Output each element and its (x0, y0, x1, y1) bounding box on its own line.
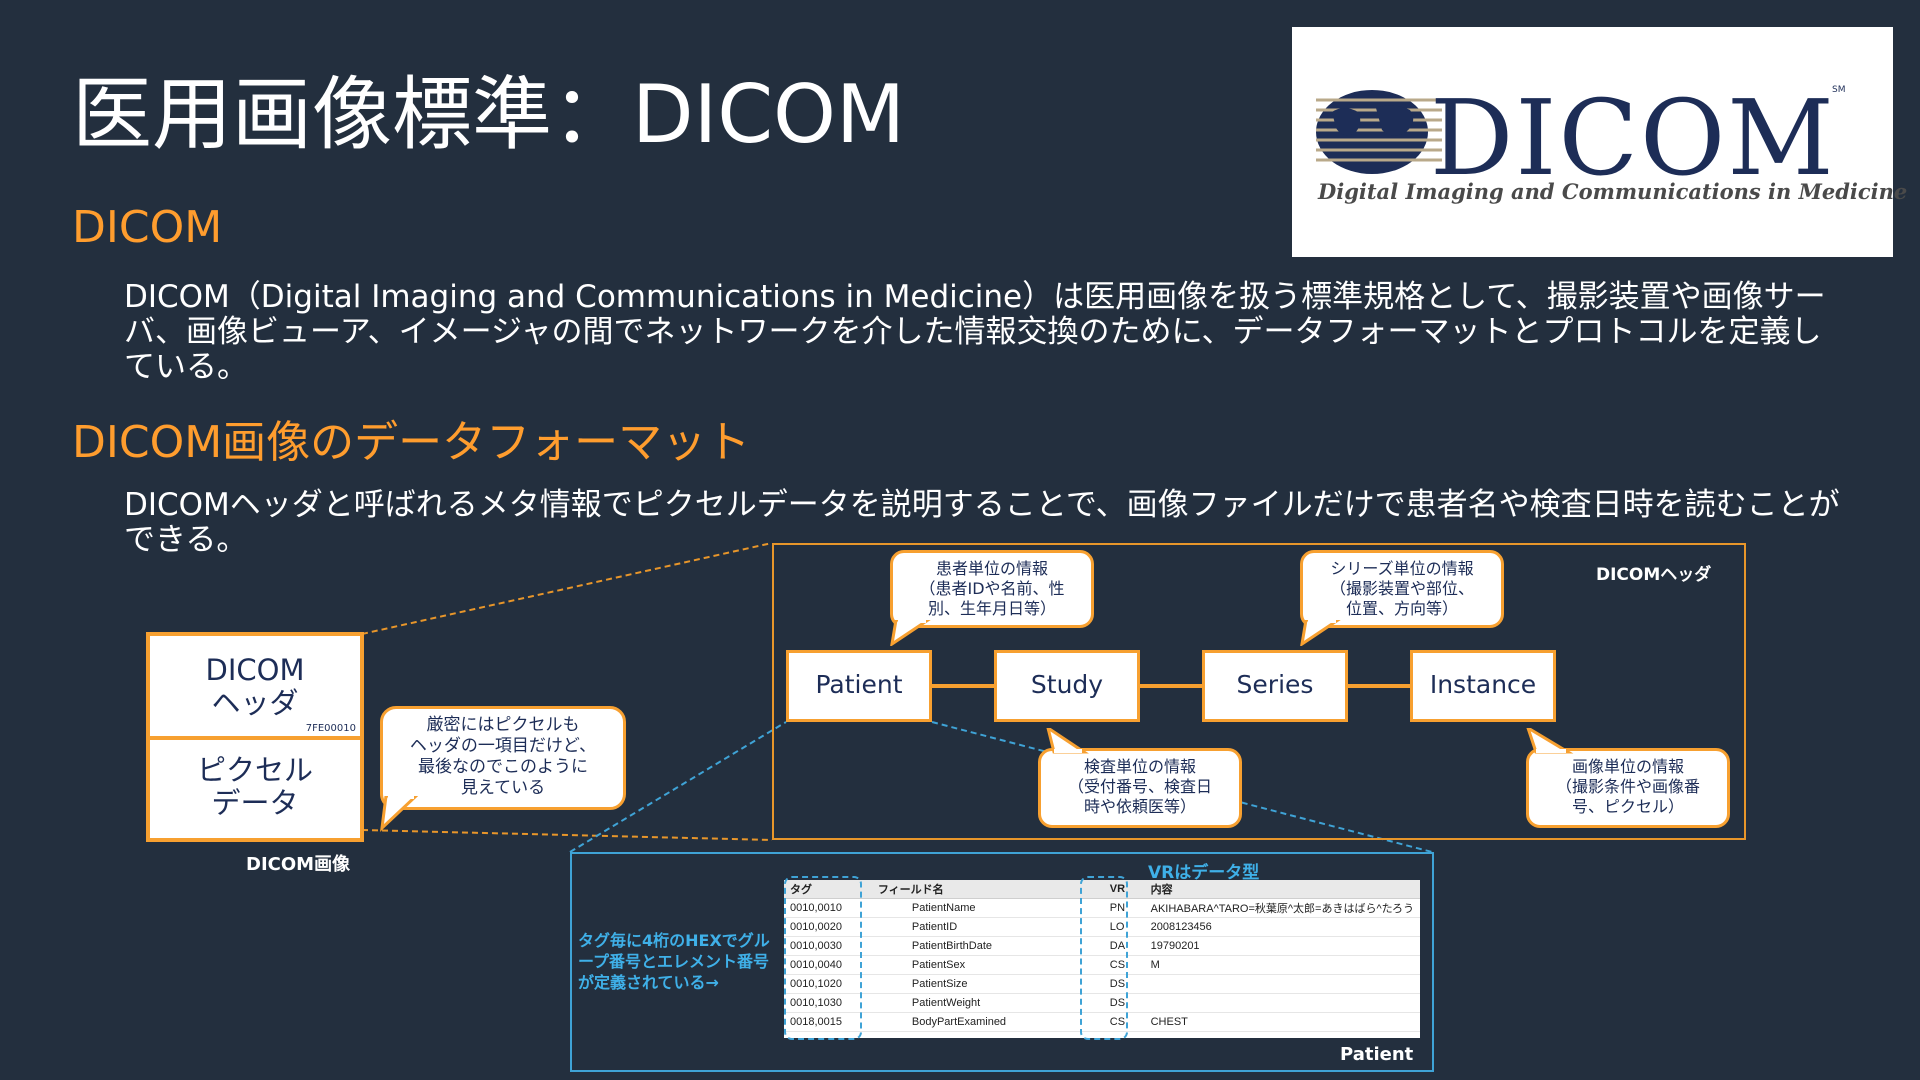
cell-field: PatientSex (871, 955, 1104, 975)
bubble-series: シリーズ単位の情報 （撮影装置や部位、 位置、方向等） (1300, 550, 1504, 628)
section-body-format: DICOMヘッダと呼ばれるメタ情報でピクセルデータを説明することで、画像ファイル… (124, 487, 1840, 558)
dicom-header-box: DICOM ヘッダ 7FE00010 (146, 632, 364, 740)
bubble-study: 検査単位の情報 （受付番号、検査日 時や依頼医等） (1038, 748, 1242, 828)
table-row: 0010,1020 PatientSize DS (784, 974, 1420, 994)
section-body-dicom: DICOM（Digital Imaging and Communications… (124, 279, 1826, 385)
note-bubble: 厳密にはピクセルも ヘッダの一項目だけど、 最後なのでこのように 見えている (380, 706, 626, 810)
patient-table-frame (570, 852, 1434, 1072)
cell-value: CHEST (1144, 1012, 1420, 1032)
column-header-vr: VR (1103, 880, 1145, 899)
note-bubble-tail (379, 796, 419, 832)
dicom-header-frame (772, 543, 1746, 840)
logo-subtitle: Digital Imaging and Communications in Me… (1318, 179, 1908, 204)
table-row: 0010,0040 PatientSex CS M (784, 955, 1420, 975)
cell-tag: 0018,0015 (784, 1012, 872, 1032)
note-bubble-text: 厳密にはピクセルも ヘッダの一項目だけど、 最後なのでこのように 見えている (409, 715, 597, 798)
bubble-study-text: 検査単位の情報 （受付番号、検査日 時や依頼医等） (1067, 757, 1212, 816)
table-row: 0010,0020 PatientID LO 2008123456 (784, 917, 1420, 937)
table-header-row: タグ フィールド名 VR 内容 (784, 880, 1420, 899)
patient-table: タグ フィールド名 VR 内容 0010,0010 PatientName PN… (784, 880, 1420, 1038)
cell-vr: LO (1103, 917, 1145, 937)
table-row: 0010,0030 PatientBirthDate DA 19790201 (784, 936, 1420, 956)
table-row: 0018,0015 BodyPartExamined CS CHEST (784, 1012, 1420, 1032)
vr-column-highlight (1080, 876, 1128, 1040)
bubble-patient-text: 患者単位の情報 （患者IDや名前、性 別、生年月日等） (919, 559, 1065, 618)
column-header-tag: タグ (784, 880, 872, 899)
bubble-series-text: シリーズ単位の情報 （撮影装置や部位、 位置、方向等） (1329, 559, 1474, 618)
section-heading-format: DICOM画像のデータフォーマット (72, 417, 751, 468)
bubble-patient: 患者単位の情報 （患者IDや名前、性 別、生年月日等） (890, 550, 1094, 628)
tag-note: タグ毎に4桁のHEXでグループ番号とエレメント番号が定義されている→ (578, 931, 770, 992)
cell-tag: 0010,0020 (784, 917, 872, 937)
bubble-patient-tail (890, 620, 931, 646)
table-row: 0010,0010 PatientName PN AKIHABARA^TARO=… (784, 898, 1420, 918)
bubble-study-tail (1046, 728, 1089, 754)
cell-vr: DS (1103, 993, 1145, 1013)
table-row: 0010,1030 PatientWeight DS (784, 993, 1420, 1013)
bubble-instance-tail (1526, 728, 1574, 754)
bubble-instance: 画像単位の情報 （撮影条件や画像番 号、ピクセル） (1526, 748, 1730, 828)
bubble-instance-text: 画像単位の情報 （撮影条件や画像番 号、ピクセル） (1555, 757, 1700, 816)
globe-icon (1316, 90, 1442, 174)
pixel-data-tag: 7FE00010 (305, 723, 356, 734)
node-instance: Instance (1410, 650, 1556, 722)
tag-column-highlight (784, 876, 862, 1040)
cell-value (1144, 974, 1420, 994)
section-heading-dicom: DICOM (72, 202, 223, 253)
cell-field: BodyPartExamined (871, 1012, 1104, 1032)
cell-value: 19790201 (1144, 936, 1420, 956)
dicom-logo: DICOM SM Digital Imaging and Communicati… (1292, 27, 1907, 257)
cell-vr: DA (1103, 936, 1145, 956)
logo-wordmark: DICOM (1430, 77, 1836, 199)
node-patient: Patient (786, 650, 932, 722)
cell-tag: 0010,1030 (784, 993, 872, 1013)
patient-table-caption: Patient (1340, 1044, 1414, 1065)
cell-field: PatientSize (871, 974, 1104, 994)
cell-field: PatientWeight (871, 993, 1104, 1013)
dicom-header-label: DICOM ヘッダ (205, 653, 305, 720)
column-header-field: フィールド名 (871, 880, 1104, 899)
cell-field: PatientID (871, 917, 1104, 937)
cell-vr: PN (1103, 898, 1145, 918)
cell-tag: 0010,0030 (784, 936, 872, 956)
dicom-image-caption: DICOM画像 (246, 854, 351, 875)
column-header-value: 内容 (1144, 880, 1420, 899)
node-series: Series (1202, 650, 1348, 722)
logo-sm-mark: SM (1832, 85, 1846, 95)
vr-note: VRはデータ型 (1148, 863, 1260, 883)
page-title: 医用画像標準：DICOM (72, 68, 906, 161)
bubble-series-tail (1300, 620, 1341, 646)
dicom-header-frame-label: DICOMヘッダ (1596, 565, 1712, 585)
cell-value: 2008123456 (1144, 917, 1420, 937)
cell-field: PatientBirthDate (871, 936, 1104, 956)
cell-vr: CS (1103, 955, 1145, 975)
cell-tag: 0010,1020 (784, 974, 872, 994)
cell-tag: 0010,0040 (784, 955, 872, 975)
pixel-data-label: ピクセル データ (196, 753, 313, 820)
cell-value: AKIHABARA^TARO=秋葉原^太郎=あきはばら^たろう (1144, 898, 1420, 918)
cell-tag: 0010,0010 (784, 898, 872, 918)
cell-value: M (1144, 955, 1420, 975)
pixel-data-box: ピクセル データ (146, 736, 364, 842)
cell-value (1144, 993, 1420, 1013)
cell-vr: CS (1103, 1012, 1145, 1032)
node-study: Study (994, 650, 1140, 722)
cell-vr: DS (1103, 974, 1145, 994)
cell-field: PatientName (871, 898, 1104, 918)
